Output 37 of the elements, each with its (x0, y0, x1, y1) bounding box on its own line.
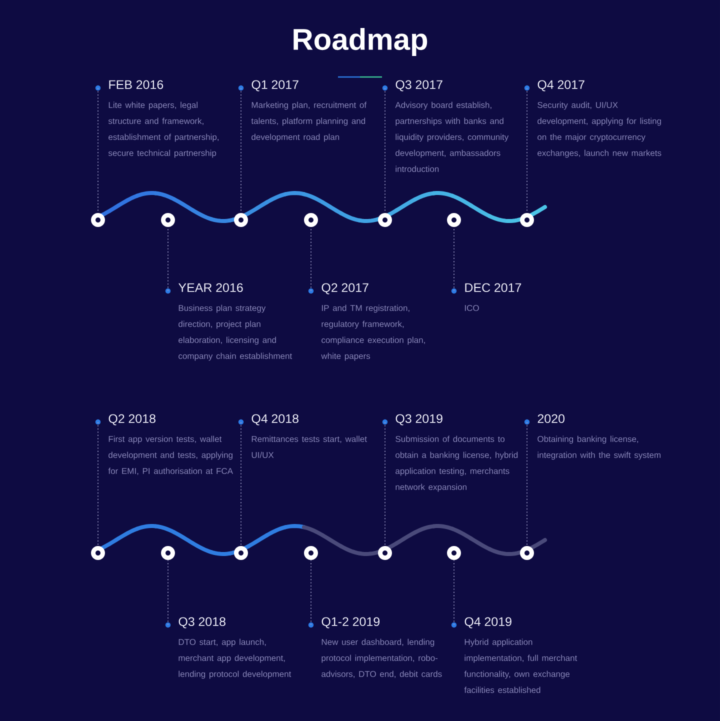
dotted-connector (526, 88, 528, 214)
milestone-text: Q3 2018 DTO start, app launch, merchant app development, lending protocol development (165, 617, 292, 679)
dotted-connector (310, 560, 312, 626)
timeline-circle (447, 213, 461, 227)
dotted-connector (240, 88, 242, 214)
dotted-connector (384, 422, 386, 546)
milestone-text: DEC 2017 ICO (451, 283, 522, 312)
dotted-connector (240, 422, 242, 546)
dotted-connector (384, 88, 386, 214)
timeline-circle (91, 546, 105, 560)
timeline-circle (161, 213, 175, 227)
milestone-text: Q4 2019 Hybrid application implementation, full merchant functionality, own exchange facilities established (451, 617, 578, 693)
milestone-text: YEAR 2016 Business plan strategy direction, project plan elaboration, licensing and company chain establishment (165, 283, 292, 361)
milestone-text: Q2 2018 First app version tests, wallet development and tests, applying for EMI, PI authorisation at FCA (95, 414, 233, 476)
timeline-circle (304, 213, 318, 227)
milestone-text: Q4 2018 Remittances tests start, wallet UI/UX (238, 414, 367, 458)
timeline-circle (234, 213, 248, 227)
timeline-circle (91, 213, 105, 227)
milestone-text: Q2 2017 IP and TM registration, regulatory framework, compliance execution plan, white papers (308, 283, 425, 361)
timeline-circle (304, 546, 318, 560)
timeline-circle (520, 546, 534, 560)
milestone-text: Q3 2019 Submission of documents to obtain a banking license, hybrid application testing, merchants network expansion (382, 414, 518, 492)
dotted-connector (526, 422, 528, 546)
dotted-connector (310, 226, 312, 292)
milestone-text: 2020 Obtaining banking license, integration with the swift system (524, 414, 660, 460)
milestone-text: Q3 2017 Advisory board establish, partnerships with banks and liquidity providers, community development, ambassadors introduction (382, 80, 509, 172)
timeline-circle (234, 546, 248, 560)
timeline-circle (161, 546, 175, 560)
title: Roadmap (294, 28, 428, 56)
timeline-circle (378, 213, 392, 227)
milestone-text: FEB 2016 Lite white papers, legal structure and framework, establishment of partnership, secure technical partnership (95, 80, 218, 158)
timeline-circle (378, 546, 392, 560)
milestone-text: Q1-2 2019 New user dashboard, lending protocol implementation, robo-advisors, DTO end, debit cards (308, 617, 442, 678)
milestone-text: Q4 2017 Security audit, UI/UX development, applying for listing on the major cryptocurrency exchanges, launch new markets (524, 80, 662, 158)
milestone-text: Q1 2017 Marketing plan, recruitment of talents, platform planning and development road plan (238, 80, 367, 142)
timeline-circle (447, 546, 461, 560)
timeline-circle (520, 213, 534, 227)
